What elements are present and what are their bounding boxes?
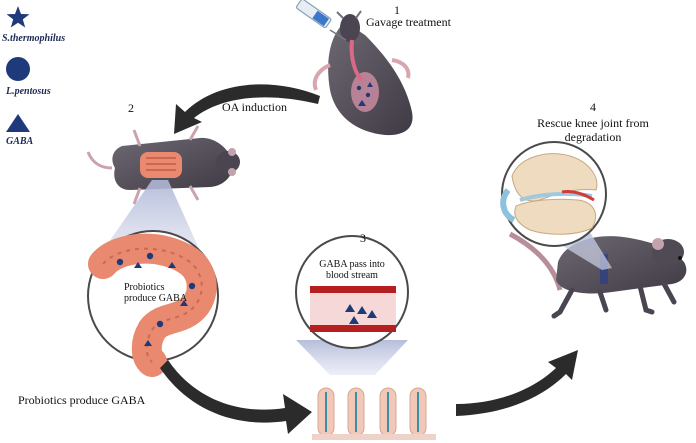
syringe-icon (295, 0, 347, 41)
legend-label-s-thermophilus: S.thermophilus (2, 33, 66, 44)
intestinal-villi (312, 387, 436, 440)
triangle-icon (6, 114, 30, 132)
step-4-number: 4 (590, 100, 596, 114)
blood-vessel-inset (295, 235, 409, 349)
blood-inset-line-1: GABA pass into (319, 259, 385, 270)
rescue-line-2: degradation (564, 130, 622, 144)
knee-joint-inset (500, 141, 607, 247)
gut-line-1: Probiotics (124, 282, 165, 293)
step-2-number: 2 (128, 101, 134, 115)
gavage-mouse (312, 10, 413, 136)
blood-inset-line-2: blood stream (326, 270, 378, 281)
legend-label-gaba: GABA (6, 136, 34, 147)
step-3-inset-label: GABA pass into blood stream (306, 259, 398, 281)
step-2-label: OA induction (222, 100, 287, 114)
circle-icon (6, 57, 30, 81)
gut-line-2: produce GABA (124, 293, 188, 304)
legend-label-l-pentosus: L.pentosus (6, 86, 51, 97)
rescue-line-1: Rescue knee joint from (537, 116, 649, 130)
step-1-number: 1 (394, 3, 400, 17)
step-1-label: Gavage treatment (366, 15, 451, 29)
arrow-blood-to-knee (456, 350, 578, 416)
arrow-gavage-to-oa (174, 84, 320, 134)
probiotics-caption: Probiotics produce GABA (18, 393, 146, 407)
star-icon (6, 6, 30, 28)
arrow-gut-to-blood (160, 360, 312, 434)
zoom-cone-villi (296, 340, 408, 375)
intestine-inset (87, 230, 219, 377)
legend-markers (6, 6, 30, 132)
gut-inset-label: Probiotics produce GABA (124, 282, 187, 304)
oa-mouse (86, 125, 240, 205)
step-3-number: 3 (360, 231, 366, 245)
step-4-label: Rescue knee joint from degradation (518, 116, 668, 144)
